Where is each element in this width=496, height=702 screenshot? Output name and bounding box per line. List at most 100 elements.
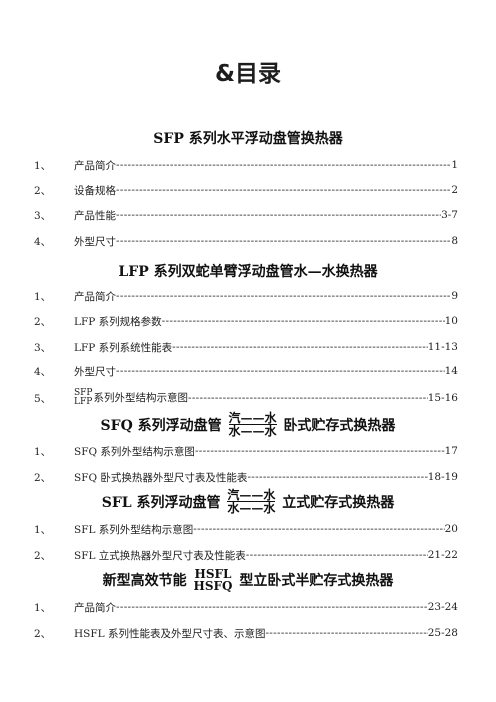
entry-page: 3-7 [441, 209, 458, 221]
label-stack-bottom: LFP [74, 397, 93, 407]
dot-leader [265, 627, 427, 639]
section-heading-sfq: SFQ 系列浮动盘管 汽——水 水——水 卧式贮存式换热器 [0, 412, 496, 437]
toc-entry[interactable]: 1、 产品简介 23-24 [34, 599, 458, 615]
entry-label: 产品简介 [74, 601, 116, 614]
toc-entry[interactable]: 1、 产品简介 9 [34, 288, 458, 304]
heading-stack-top: HSFL [194, 567, 232, 581]
dot-leader [246, 549, 428, 561]
heading-right: 卧式贮存式换热器 [283, 417, 396, 434]
entry-page: 21-22 [427, 549, 458, 561]
toc-entry[interactable]: 1、 SFL 系列外型结构示意图 20 [34, 521, 458, 537]
entry-label: 产品简介 [74, 290, 116, 303]
heading-left: 新型高效节能 [102, 573, 187, 589]
dot-leader [195, 445, 445, 457]
entry-page: 23-24 [427, 601, 458, 613]
entry-number: 3、 [34, 341, 52, 354]
entry-number: 3、 [34, 209, 52, 222]
toc-entry[interactable]: 2、 SFL 立式换热器外型尺寸表及性能表 21-22 [34, 547, 458, 563]
section-heading-sfl: SFL 系列浮动盘管 汽——水 水——水 立式贮存式换热器 [0, 489, 496, 514]
entry-number: 2、 [34, 627, 52, 640]
entry-number: 4、 [34, 365, 52, 378]
entry-page: 11-13 [427, 341, 458, 353]
entry-page: 10 [444, 315, 458, 327]
toc-entry[interactable]: 2、 设备规格 2 [34, 182, 458, 198]
entry-label: HSFL 系列性能表及外型尺寸表、示意图 [74, 627, 266, 640]
heading-stack: 汽——水 水——水 [228, 411, 277, 438]
entry-number: 5、 [34, 392, 52, 405]
entry-number: 4、 [34, 235, 52, 248]
heading-stack-top: 汽——水 [227, 488, 276, 502]
heading-right: 型立卧式半贮存式换热器 [239, 573, 394, 589]
dot-leader [172, 341, 428, 353]
entry-number: 1、 [34, 523, 52, 536]
entry-label: 外型尺寸 [74, 365, 116, 378]
entry-number: 2、 [34, 471, 52, 484]
dot-leader [188, 392, 428, 404]
dot-leader [247, 471, 427, 483]
entry-label: LFP 系列系统性能表 [74, 341, 173, 354]
dot-leader [116, 601, 428, 613]
entry-label-text: 系列外型结构示意图 [93, 392, 188, 404]
entry-label: 外型尺寸 [74, 235, 116, 248]
entry-number: 2、 [34, 549, 52, 562]
heading-stack: HSFL HSFQ [194, 568, 233, 592]
entry-number: 2、 [34, 315, 52, 328]
section-heading-sfp: SFP 系列水平浮动盘管换热器 [0, 128, 496, 148]
entry-number: 1、 [34, 290, 52, 303]
toc-entry[interactable]: 3、 产品性能 3-7 [34, 207, 458, 223]
label-stack-top: SFP [74, 388, 93, 398]
toc-entry[interactable]: 3、 LFP 系列系统性能表 11-13 [34, 339, 458, 355]
toc-entry[interactable]: 4、 外型尺寸 8 [34, 233, 458, 249]
dot-leader [116, 235, 451, 247]
dot-leader [162, 315, 445, 327]
toc-entry[interactable]: 5、 SFP LFP 系列外型结构示意图 15-16 [34, 387, 458, 409]
dot-leader [116, 159, 451, 171]
entry-page: 25-28 [427, 627, 458, 639]
heading-stack-bottom: 水——水 [227, 501, 276, 515]
entry-page: 14 [444, 365, 458, 377]
entry-label: SFL 系列外型结构示意图 [74, 523, 194, 536]
entry-page: 18-19 [427, 471, 458, 483]
entry-label: SFQ 系列外型结构示意图 [74, 445, 195, 458]
entry-number: 1、 [34, 159, 52, 172]
heading-left: SFQ 系列浮动盘管 [100, 417, 222, 434]
entry-page: 2 [451, 184, 458, 196]
entry-label: SFQ 卧式换热器外型尺寸表及性能表 [74, 471, 248, 484]
entry-page: 20 [444, 523, 458, 535]
entry-page: 1 [451, 159, 458, 171]
entry-page: 8 [451, 235, 458, 247]
page-title: &目录 [214, 61, 282, 87]
entry-page: 17 [444, 445, 458, 457]
toc-entry[interactable]: 1、 SFQ 系列外型结构示意图 17 [34, 443, 458, 459]
toc-entry[interactable]: 2、 HSFL 系列性能表及外型尺寸表、示意图 25-28 [34, 625, 458, 641]
entry-number: 1、 [34, 445, 52, 458]
heading-stack-bottom: HSFQ [193, 579, 233, 593]
toc-entry[interactable]: 4、 外型尺寸 14 [34, 363, 458, 379]
toc-entry[interactable]: 2、 SFQ 卧式换热器外型尺寸表及性能表 18-19 [34, 469, 458, 485]
entry-label: LFP 系列规格参数 [74, 315, 162, 328]
entry-page: 15-16 [427, 392, 458, 404]
heading-stack: 汽——水 水——水 [227, 488, 276, 515]
entry-number: 1、 [34, 601, 52, 614]
section-heading-text: SFP 系列水平浮动盘管换热器 [153, 131, 343, 147]
entry-label: 设备规格 [74, 184, 116, 197]
entry-label: 产品简介 [74, 159, 116, 172]
toc-entry[interactable]: 1、 产品简介 1 [34, 157, 458, 173]
heading-left: SFL 系列浮动盘管 [101, 494, 221, 511]
entry-label: 产品性能 [74, 209, 116, 222]
dot-leader [116, 290, 451, 302]
dot-leader [116, 184, 451, 196]
toc-entry[interactable]: 2、 LFP 系列规格参数 10 [34, 313, 458, 329]
label-stack: SFP LFP [74, 389, 92, 407]
section-heading-hsf: 新型高效节能 HSFL HSFQ 型立卧式半贮存式换热器 [0, 568, 496, 592]
entry-page: 9 [451, 290, 458, 302]
dot-leader [116, 209, 441, 221]
entry-number: 2、 [34, 184, 52, 197]
heading-stack-bottom: 水——水 [228, 424, 277, 438]
dot-leader [116, 365, 445, 377]
section-heading-lfp: LFP 系列双蛇单臂浮动盘管水—水换热器 [0, 261, 496, 281]
section-heading-text: LFP 系列双蛇单臂浮动盘管水—水换热器 [118, 264, 378, 280]
heading-stack-top: 汽——水 [228, 411, 277, 425]
heading-right: 立式贮存式换热器 [282, 494, 395, 511]
dot-leader [193, 523, 444, 535]
